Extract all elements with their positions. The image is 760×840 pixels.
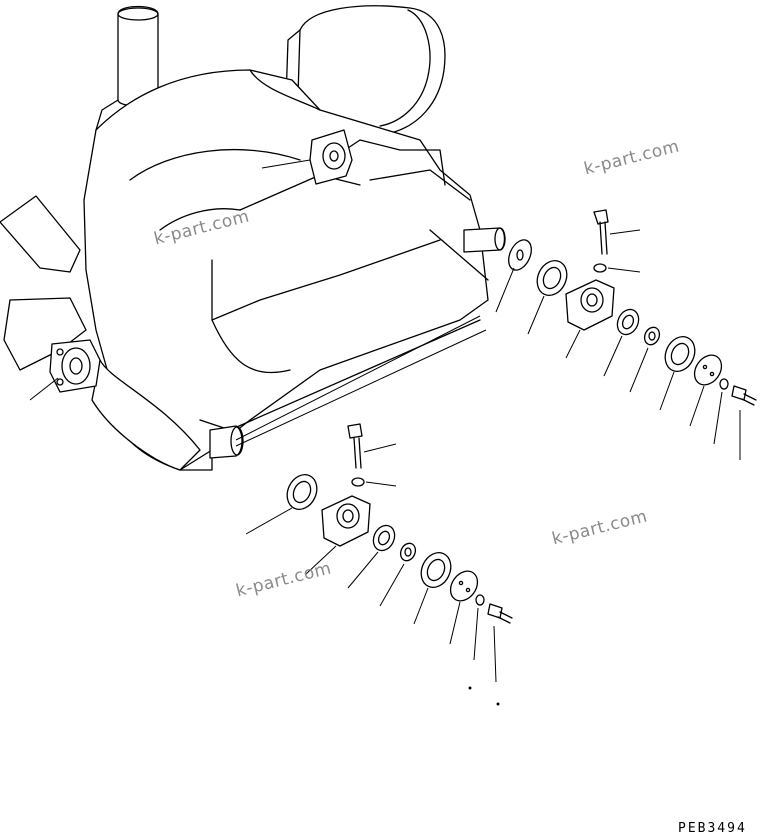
lower-bracket-assembly bbox=[245, 423, 513, 706]
fan-blades bbox=[0, 195, 201, 471]
figure-code: PEB3494 bbox=[678, 821, 747, 836]
upper-bracket-assembly bbox=[495, 209, 757, 460]
upper-bracket-on-engine bbox=[261, 129, 353, 185]
fan-hub bbox=[29, 339, 101, 401]
